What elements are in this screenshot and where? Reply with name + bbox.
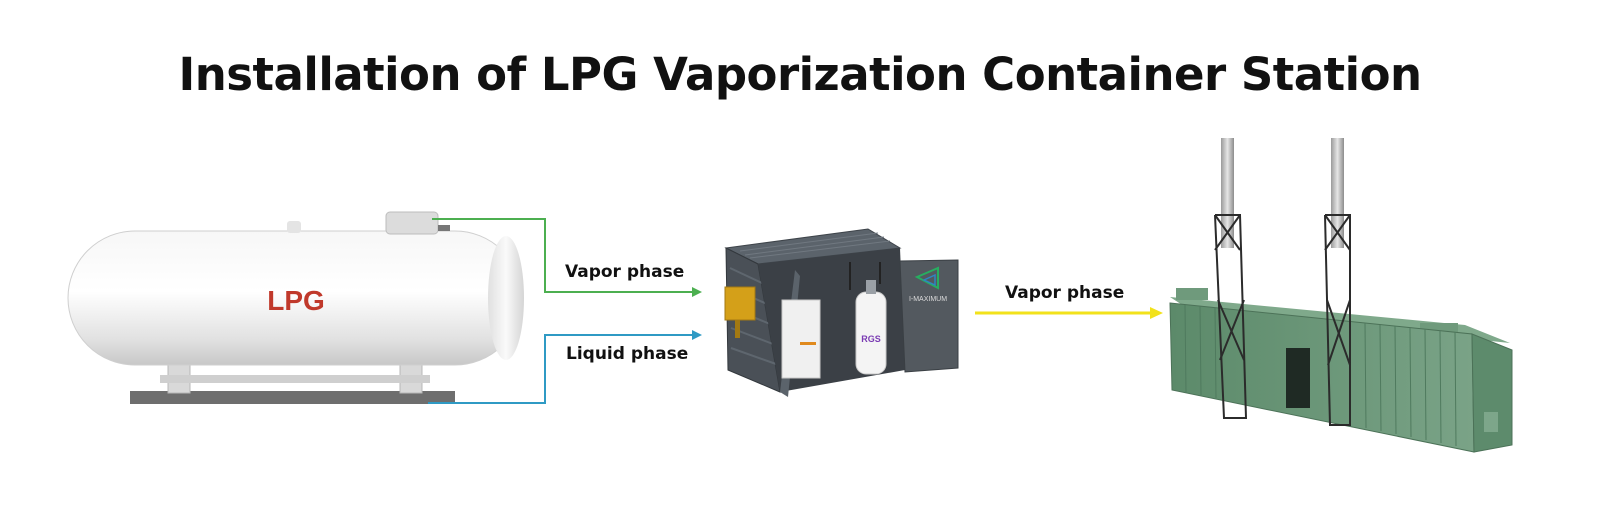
- tank-base: [130, 391, 455, 404]
- exhaust-stack-right: [1331, 138, 1344, 248]
- tank-pipe-stub: [438, 225, 450, 231]
- vapor-outlet-arrowhead: [1150, 307, 1163, 319]
- brand-logo-icon: [914, 266, 939, 290]
- genset-corrugation: [1184, 304, 1457, 447]
- vaporizer-vessel: [855, 291, 887, 375]
- lpg-tank: LPG: [67, 211, 524, 404]
- genset-end: [1471, 333, 1513, 453]
- liquid-inlet-arrowhead: [692, 330, 702, 340]
- tank-end-cap: [488, 236, 524, 360]
- vapor-inlet-label: Vapor phase: [565, 262, 685, 282]
- vaporizer-brand: I-MAXIMUM: [909, 296, 947, 303]
- tank-saddle-plate: [160, 375, 430, 383]
- page-title: Installation of LPG Vaporization Contain…: [178, 48, 1422, 101]
- vapor-inlet-line: [432, 218, 702, 297]
- vaporizer-container: RGS I-MAXIMUM: [724, 228, 959, 397]
- exhaust-stack-left: [1221, 138, 1234, 248]
- stack-frames: [1214, 214, 1351, 426]
- tank-valve-dome: [385, 211, 439, 235]
- vaporizer-cabinet: [781, 299, 821, 379]
- liquid-inlet-label: Liquid phase: [566, 344, 689, 364]
- container-right-door: [899, 259, 959, 373]
- genset-door: [1286, 348, 1310, 408]
- tank-nozzle: [287, 221, 301, 233]
- junction-box: [724, 286, 756, 321]
- tank-label: LPG: [267, 285, 325, 316]
- liquid-inlet-line: [428, 330, 702, 404]
- vaporizer-badge: RGS: [861, 334, 881, 344]
- vapor-inlet-arrowhead: [692, 287, 702, 297]
- vapor-outlet-line: [975, 307, 1163, 319]
- vapor-outlet-label: Vapor phase: [1005, 283, 1125, 303]
- generator-set: [1169, 138, 1513, 453]
